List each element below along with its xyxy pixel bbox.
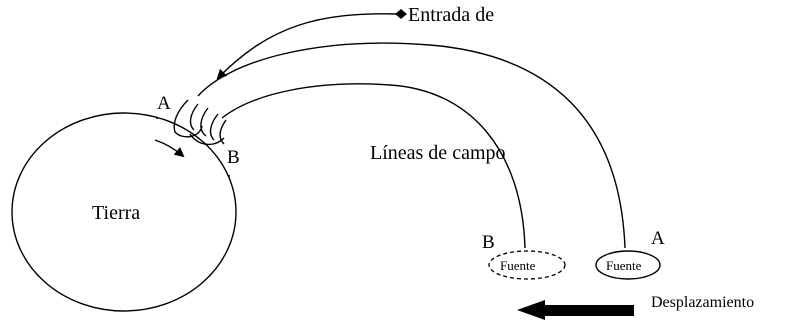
incoming-diamond-icon: [395, 9, 407, 19]
source-solid: [595, 250, 661, 280]
source-dashed-label: Fuente: [500, 258, 536, 273]
point-a-source-label: A: [651, 228, 665, 249]
displacement-arrow-icon: [517, 300, 634, 320]
incoming-label: Entrada de: [408, 4, 494, 26]
field-line-hook: [173, 99, 227, 145]
source-solid-label: Fuente: [606, 258, 642, 273]
dot-b: [228, 175, 230, 177]
point-b-source-label: B: [482, 232, 495, 253]
field-line-b: [221, 83, 526, 249]
earth-circle: [11, 112, 237, 312]
displacement-label: Desplazamiento: [651, 294, 754, 311]
dot-a: [156, 117, 158, 119]
incoming-arrow: [216, 13, 399, 80]
point-b-earth-label: B: [227, 147, 240, 168]
field-lines-label: Líneas de campo: [370, 142, 506, 164]
source-dashed: [488, 250, 566, 280]
point-a-earth-label: A: [157, 93, 171, 114]
field-line-a: [197, 42, 626, 249]
earth-label: Tierra: [92, 202, 140, 224]
earth-surface-arrow: [154, 139, 185, 158]
